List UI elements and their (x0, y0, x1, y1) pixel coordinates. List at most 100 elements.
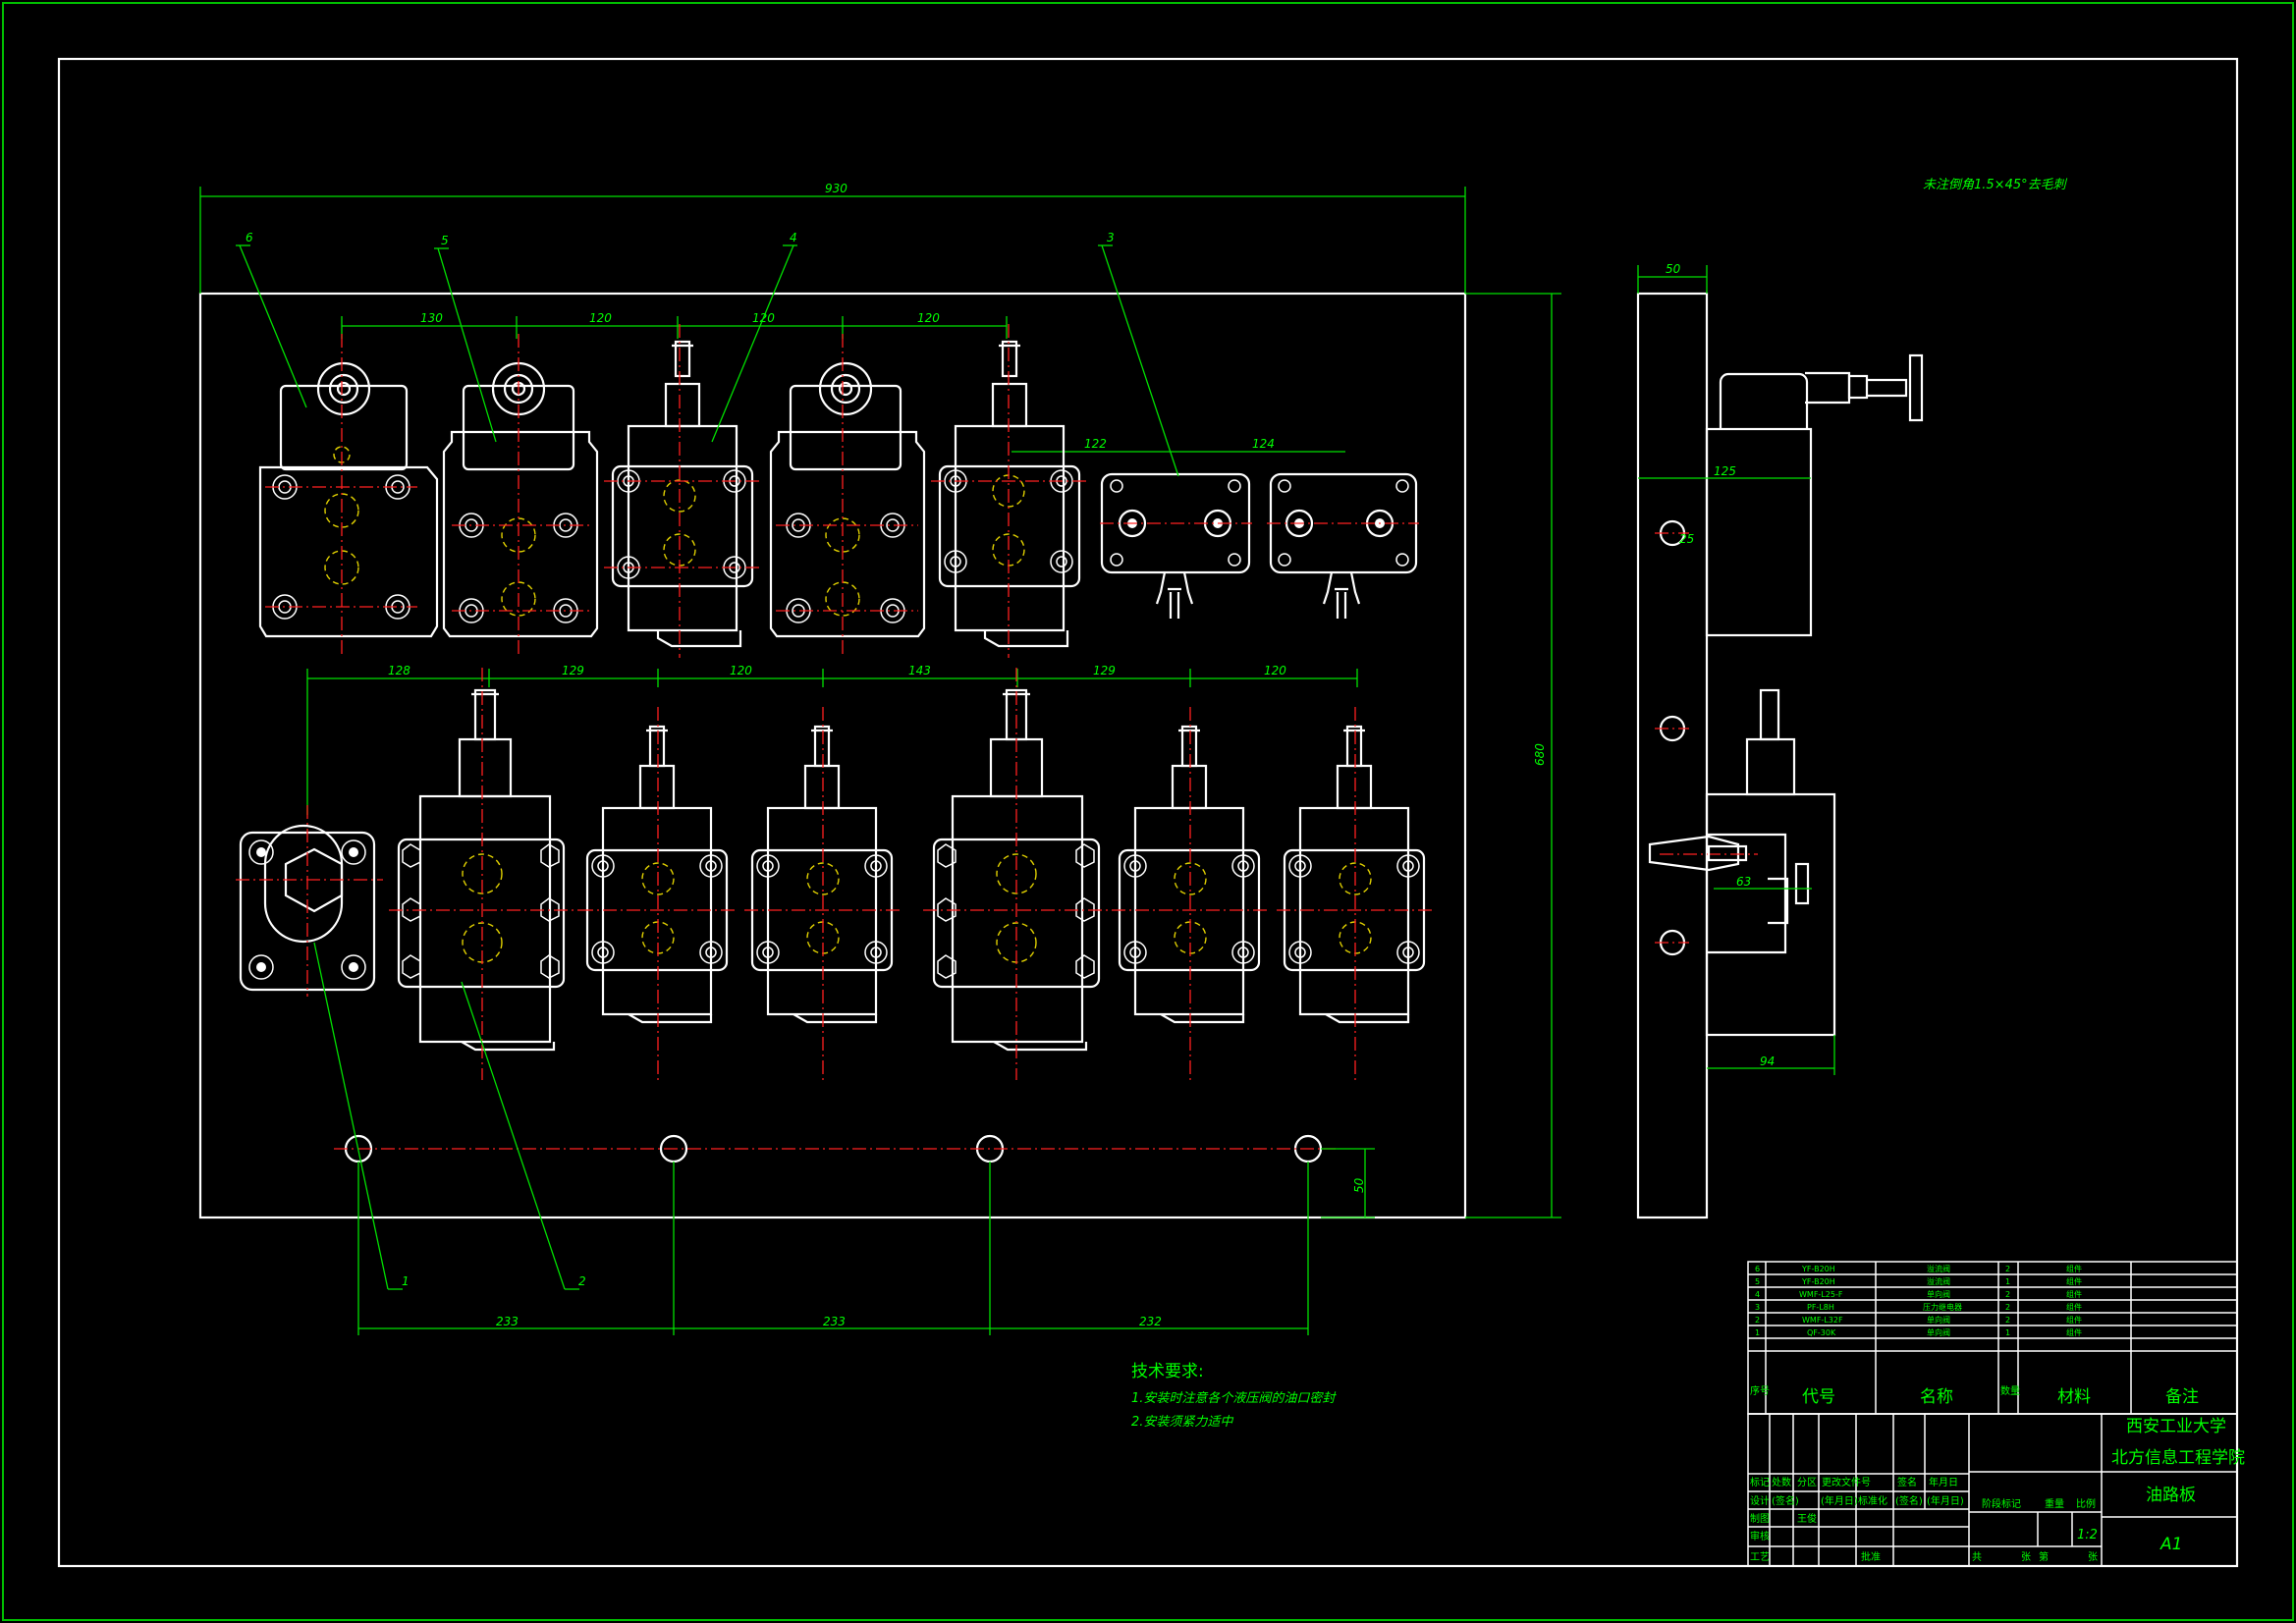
valve-bot-6 (1112, 707, 1269, 1080)
chamfer-note: 未注倒角1.5×45°去毛刺 (1923, 178, 2068, 192)
tb-design: 设计 (1750, 1494, 1770, 1507)
dim-mid-1: 122 (1084, 437, 1107, 451)
pl-row6-no: 6 (1755, 1265, 1760, 1273)
pl-row2-name: 单向阀 (1927, 1315, 1950, 1325)
tb-check: 审核 (1750, 1530, 1770, 1542)
dim-bot-5: 129 (1093, 664, 1116, 677)
pressure-relay-1 (1100, 472, 1252, 619)
valve-bot-5-large (923, 668, 1110, 1080)
dim-bot-2: 129 (562, 664, 584, 677)
dim-side-hole: 25 (1679, 532, 1694, 546)
tb-drawing-name: 油路板 (2146, 1486, 2196, 1505)
valve-1-check (236, 805, 383, 997)
pl-row6-code: YF-B20H (1801, 1265, 1835, 1273)
pl-row6-name: 溢流阀 (1927, 1264, 1950, 1273)
tb-h-sign: 签名 (1897, 1476, 1917, 1488)
valve-bot-4 (744, 707, 902, 1080)
dim-top-4: 120 (917, 311, 940, 325)
pl-row4-name: 单向阀 (1927, 1289, 1950, 1299)
pl-row1-qty: 1 (2005, 1328, 2010, 1337)
pl-row5-mat: 组件 (2066, 1276, 2082, 1286)
valve-6-relief (258, 334, 439, 658)
pl-row5-code: YF-B20H (1801, 1277, 1835, 1286)
dim-hole-1: 233 (496, 1315, 519, 1328)
dim-side-thickness: 50 (1666, 262, 1681, 276)
dim-bottom-edge: 50 (1352, 1177, 1366, 1193)
tb-standard-date: (年月日) (1927, 1494, 1964, 1507)
pl-header-name: 名称 (1920, 1387, 1953, 1407)
dim-side-bottom: 94 (1760, 1055, 1775, 1068)
notes-title: 技术要求: (1131, 1362, 1204, 1381)
balloon-1: 1 (402, 1274, 410, 1288)
pl-row1-code: QF-30K (1807, 1328, 1836, 1337)
pl-row1-no: 1 (1755, 1328, 1760, 1337)
pl-header-remark: 备注 (2165, 1387, 2199, 1407)
inner-border (57, 57, 2239, 1568)
overall-dims: 930 680 (199, 182, 1561, 1218)
tb-sheet-size: A1 (2159, 1535, 2182, 1554)
valve-check-top-right (931, 324, 1088, 658)
pl-row3-no: 3 (1755, 1303, 1760, 1312)
dim-hole-3: 232 (1139, 1315, 1162, 1328)
tb-school: 西安工业大学 (2126, 1417, 2226, 1436)
valve-bot-7 (1277, 707, 1434, 1080)
part-balloons: 6 5 4 3 1 2 (236, 231, 1179, 1290)
pl-header-no: 序号 (1750, 1384, 1770, 1397)
technical-notes: 技术要求: 1.安装时注意各个液压阀的油口密封 2.安装须紧力适中 (1131, 1362, 1337, 1430)
tb-process: 工艺 (1750, 1551, 1770, 1563)
pl-row5-no: 5 (1755, 1277, 1760, 1286)
dim-side-depth: 125 (1714, 464, 1736, 478)
valve-relief-3 (769, 334, 926, 658)
pl-row4-no: 4 (1755, 1290, 1760, 1299)
front-view: 930 680 130 120 120 120 122 124 (198, 182, 1561, 1335)
pl-row1-name: 单向阀 (1927, 1327, 1950, 1337)
pl-row3-mat: 组件 (2066, 1302, 2082, 1312)
pl-row3-code: PF-L8H (1807, 1303, 1834, 1312)
pl-row2-no: 2 (1755, 1316, 1760, 1325)
tb-standard-sign: (签名) (1895, 1494, 1923, 1507)
dim-overall-height: 680 (1533, 743, 1547, 766)
pl-row3-qty: 2 (2005, 1303, 2010, 1312)
pl-row3-name: 压力继电器 (1923, 1302, 1962, 1312)
tb-sheets-zhang2: 张 (2088, 1551, 2098, 1563)
dim-bot-3: 120 (730, 664, 752, 677)
dim-bot-4: 143 (908, 664, 931, 677)
pl-header-material: 材料 (2057, 1387, 2091, 1407)
balloon-4: 4 (790, 231, 797, 244)
dim-bot-1: 128 (388, 664, 410, 677)
balloon-5: 5 (441, 234, 449, 247)
tb-scale: 1:2 (2077, 1528, 2098, 1542)
balloon-6: 6 (246, 231, 253, 244)
pl-row6-qty: 2 (2005, 1265, 2010, 1273)
tb-design-date: (年月日) (1821, 1494, 1858, 1507)
balloon-2: 2 (578, 1274, 586, 1288)
top-row-dims: 130 120 120 120 (341, 311, 1008, 339)
tb-h-date: 年月日 (1929, 1476, 1958, 1488)
pl-row2-code: WMF-L32F (1802, 1316, 1843, 1325)
tb-sheets-total: 共 (1972, 1551, 1982, 1563)
side-view: 50 125 25 63 94 (1636, 262, 1924, 1219)
tb-sheets-no: 第 (2039, 1550, 2049, 1563)
pl-row5-qty: 1 (2005, 1277, 2010, 1286)
tb-college: 北方信息工程学院 (2111, 1448, 2245, 1468)
dim-top-1: 130 (420, 311, 443, 325)
valve-2-check-large (389, 668, 579, 1080)
tb-drawn: 制图 (1750, 1512, 1770, 1525)
pl-row4-code: WMF-L25-F (1799, 1290, 1843, 1299)
tb-h-mark: 标记 (1750, 1477, 1770, 1488)
tb-h-zone: 分区 (1797, 1477, 1817, 1488)
tb-h-change: 更改文件号 (1822, 1476, 1871, 1488)
dim-overall-width: 930 (825, 182, 847, 195)
dim-mid-2: 124 (1252, 437, 1275, 451)
pl-row6-mat: 组件 (2066, 1264, 2082, 1273)
manifold-plate (198, 292, 1467, 1219)
side-plate (1636, 292, 1709, 1219)
valve-4-check (604, 324, 761, 658)
parts-list: 6 YF-B20H 溢流阀 2 组件 5 YF-B20H 溢流阀 1 组件 4 … (1747, 1261, 2238, 1415)
mounting-holes: 233 233 232 50 (334, 1134, 1375, 1335)
mid-row-dims: 122 124 (1011, 437, 1345, 453)
tb-design-sign: (签名) (1772, 1494, 1799, 1507)
tb-stage-label: 阶段标记 (1982, 1497, 2021, 1510)
